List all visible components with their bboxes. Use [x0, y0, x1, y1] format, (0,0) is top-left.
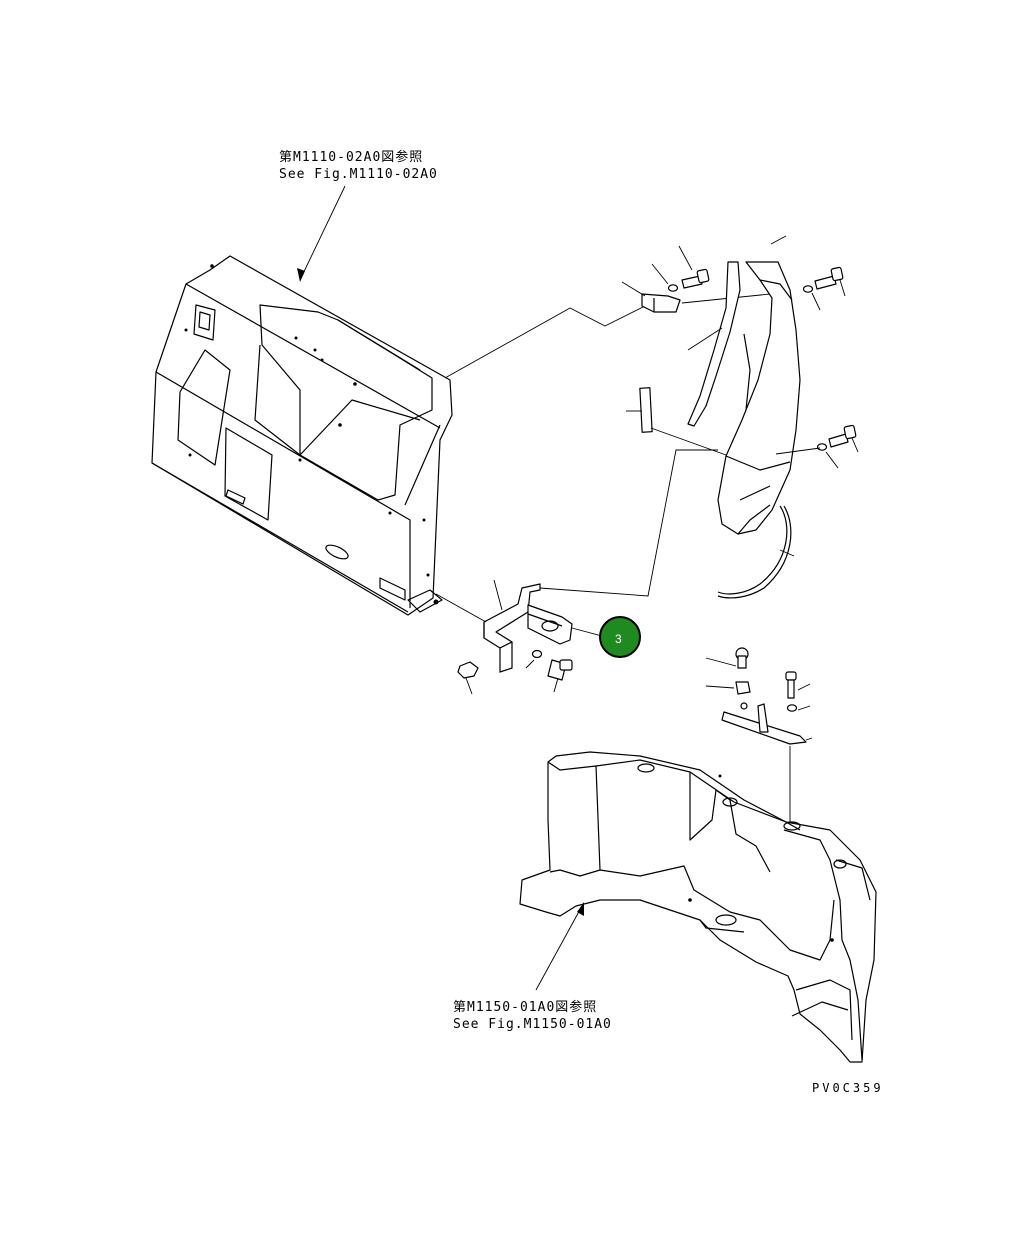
reference-label-top: 第M1110-02A0図参照 See Fig.M1110-02A0 — [279, 149, 438, 183]
lower-curved-seal — [717, 505, 795, 599]
reference-top-en: See Fig.M1110-02A0 — [279, 167, 438, 182]
flat-pad — [626, 387, 653, 433]
rear-panel — [151, 255, 453, 616]
reference-bottom-jp: 第M1150-01A0図参照 — [453, 1000, 598, 1015]
callout-badge[interactable]: 3 — [599, 616, 641, 658]
drawing-number: PV0C359 — [812, 1081, 884, 1095]
reference-top-jp: 第M1110-02A0図参照 — [279, 150, 424, 165]
lower-housing — [519, 751, 877, 1063]
callout-badge-label: 3 — [615, 632, 622, 646]
right-fasteners — [775, 266, 859, 469]
curved-seal-strip — [687, 261, 741, 427]
reference-label-bottom: 第M1150-01A0図参照 See Fig.M1150-01A0 — [453, 999, 612, 1033]
reference-bottom-en: See Fig.M1150-01A0 — [453, 1017, 612, 1032]
callout-badge-hit-area[interactable] — [600, 617, 640, 657]
side-cover — [717, 235, 801, 535]
upper-bracket-assembly — [621, 245, 791, 313]
lower-bracket-assembly — [705, 647, 813, 822]
reference-arrow-bottom — [535, 902, 584, 991]
middle-bracket-assembly — [435, 579, 603, 695]
reference-arrow-top — [297, 185, 346, 282]
